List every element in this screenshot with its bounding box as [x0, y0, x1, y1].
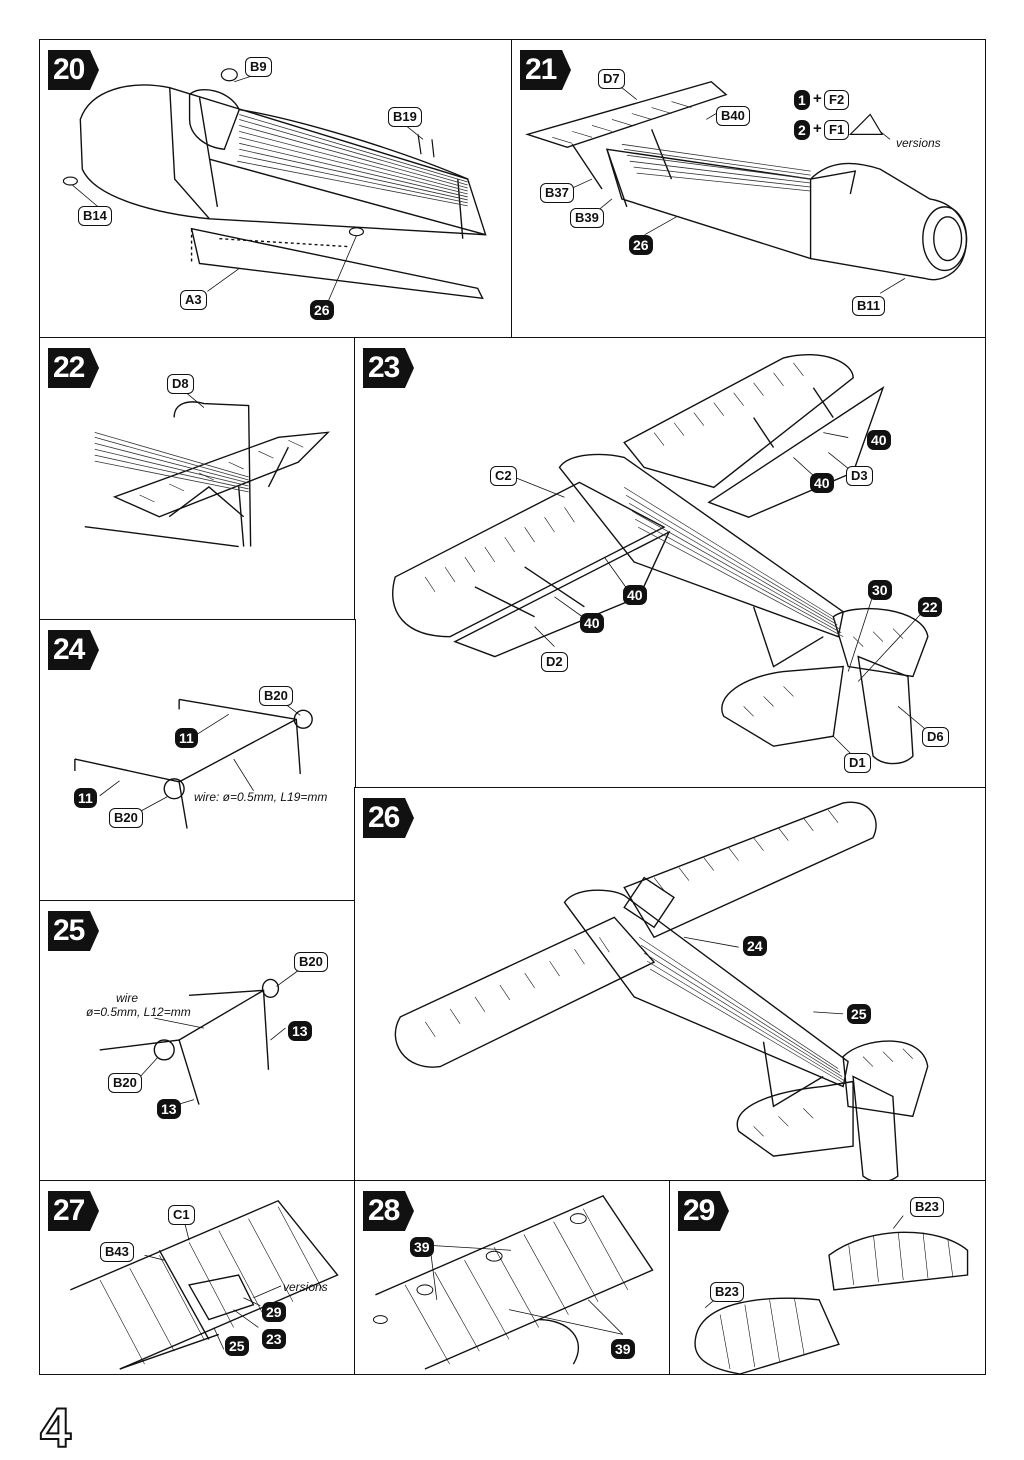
step-29-panel: 29 B23 B23 — [669, 1180, 986, 1375]
step-ref-39: 39 — [611, 1339, 635, 1359]
step-ref-26: 26 — [310, 300, 334, 320]
part-b20-label: B20 — [109, 808, 143, 828]
step-ref-26: 26 — [629, 235, 653, 255]
plus-sign: + — [813, 120, 822, 137]
strut-assembly-drawing — [99, 970, 299, 1107]
step-ref-11: 11 — [175, 728, 198, 748]
version-2-badge: 2 — [794, 120, 810, 140]
step-number: 28 — [363, 1191, 415, 1231]
version-1-badge: 1 — [794, 90, 810, 110]
step-ref-25: 25 — [225, 1336, 249, 1356]
part-b9-label: B9 — [245, 57, 272, 77]
step-ref-13: 13 — [157, 1099, 181, 1119]
step-ref-30: 30 — [868, 580, 892, 600]
step-number: 20 — [48, 50, 100, 90]
step-number: 26 — [363, 798, 415, 838]
step-number: 27 — [48, 1191, 100, 1231]
step-25-panel: 25 B20 wire ø=0.5mm, L12=mm 13 B20 13 — [39, 900, 356, 1182]
wing-section-drawing — [372, 1194, 654, 1370]
part-d7-label: D7 — [598, 69, 625, 89]
step-ref-24: 24 — [743, 936, 767, 956]
step-ref-40: 40 — [867, 430, 891, 450]
step-number: 29 — [678, 1191, 730, 1231]
part-a3-label: A3 — [180, 290, 207, 310]
part-b20-label: B20 — [294, 952, 328, 972]
plus-sign: + — [813, 90, 822, 107]
step-ref-11: 11 — [74, 788, 97, 808]
wingtip-drawing — [694, 1215, 969, 1374]
step-22-panel: 22 D8 — [39, 337, 356, 621]
part-d6-label: D6 — [922, 727, 949, 747]
versions-note: versions — [283, 1280, 328, 1294]
part-c1-label: C1 — [168, 1205, 195, 1225]
wing-section-drawing — [70, 1199, 339, 1370]
part-b20-label: B20 — [259, 686, 293, 706]
part-f2-label: F2 — [824, 90, 850, 110]
part-b40-label: B40 — [716, 106, 750, 126]
step-ref-40: 40 — [810, 473, 834, 493]
step-ref-40: 40 — [623, 585, 647, 605]
part-d2-label: D2 — [541, 652, 568, 672]
wire-spec-line2: ø=0.5mm, L12=mm — [86, 1005, 191, 1019]
step-number: 22 — [48, 348, 100, 388]
tailplane-drawing — [84, 393, 330, 548]
part-b43-label: B43 — [100, 1242, 134, 1262]
fuselage-drawing — [62, 68, 487, 301]
step-ref-23: 23 — [262, 1329, 286, 1349]
step-number: 23 — [363, 348, 415, 388]
step-ref-22: 22 — [918, 597, 942, 617]
step-23-panel: 23 — [354, 337, 986, 789]
part-c2-label: C2 — [490, 466, 517, 486]
part-f1-label: F1 — [824, 120, 850, 140]
part-d3-label: D3 — [846, 466, 873, 486]
step-ref-40: 40 — [580, 613, 604, 633]
step-20-panel: 20 — [39, 39, 513, 339]
airframe-assembly-drawing — [394, 801, 929, 1181]
part-b19-label: B19 — [388, 107, 422, 127]
step-28-panel: 28 39 39 — [354, 1180, 671, 1375]
step-21-panel: 21 — [511, 39, 986, 339]
step-ref-13: 13 — [288, 1021, 312, 1041]
step-24-panel: 24 B20 11 11 B20 wire: ø=0.5mm, L1 — [39, 619, 356, 902]
part-d1-label: D1 — [844, 753, 871, 773]
step-ref-39: 39 — [410, 1237, 434, 1257]
step-26-panel: 26 — [354, 787, 986, 1182]
part-b23-label: B23 — [710, 1282, 744, 1302]
airframe-assembly-drawing — [392, 354, 929, 765]
page-number: 4 — [39, 1395, 72, 1460]
step-number: 25 — [48, 911, 100, 951]
step-ref-29: 29 — [262, 1302, 286, 1322]
step-number: 24 — [48, 630, 100, 670]
part-d8-label: D8 — [167, 374, 194, 394]
strut-assembly-drawing — [74, 697, 313, 829]
part-b14-label: B14 — [78, 206, 112, 226]
fuselage-cabane-drawing — [525, 80, 968, 294]
versions-note: versions — [896, 136, 941, 150]
part-b20-label: B20 — [108, 1073, 142, 1093]
wire-spec-line1: wire — [116, 991, 139, 1005]
wire-spec: wire: ø=0.5mm, L19=mm — [194, 790, 328, 804]
part-b23-label: B23 — [910, 1197, 944, 1217]
part-b39-label: B39 — [570, 208, 604, 228]
part-b11-label: B11 — [852, 296, 886, 316]
step-ref-25: 25 — [847, 1004, 871, 1024]
part-b37-label: B37 — [540, 183, 574, 203]
step-27-panel: 27 C1 B43 versions — [39, 1180, 356, 1375]
step-number: 21 — [520, 50, 572, 90]
